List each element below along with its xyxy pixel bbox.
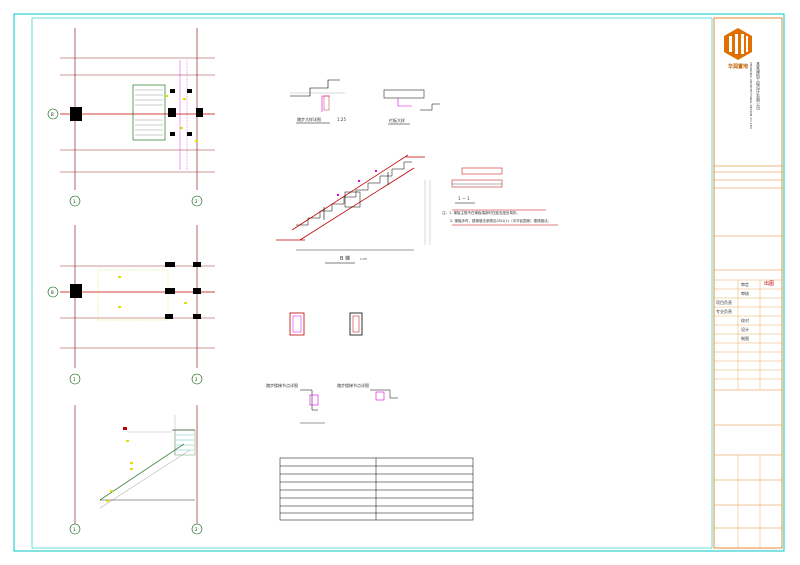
step-detail (290, 79, 345, 124)
company-name-cn: 某某建筑工程设计有限公司 (756, 62, 761, 110)
field-label-checked: 校对 (741, 318, 749, 323)
sheet-border (13, 13, 785, 552)
stamp-text: 出图 (764, 281, 775, 287)
logo-caption: 华润置地 (728, 64, 749, 70)
field-label-reviewed: 审核 (741, 291, 749, 296)
note-line-2: 2. 梯踏步时，楼梯做法参照见05J1(1)（中华民国家）楼梯做法。 (450, 219, 552, 223)
grid-label-2-lower: 2 (195, 527, 198, 532)
b-stair-section (276, 154, 431, 264)
grid-label-b-middle: B (51, 290, 54, 295)
detail-title-landing-1: 踏步楼梯节点详图 (266, 383, 298, 388)
detail-title-railing: 栏板大样 (389, 118, 405, 123)
grid-label-1-middle: 1 (73, 377, 76, 382)
field-label-discipline-lead: 专业负责 (716, 309, 732, 314)
notes-block (452, 209, 558, 226)
schedule-table (279, 457, 474, 521)
column-sections (289, 312, 363, 336)
section-label: B 梯 (340, 256, 351, 262)
company-name-en: SHANGHAI ARCHITECTURAL DESIGN CO.,LTD (749, 62, 753, 129)
grid-label-2-middle: 2 (195, 377, 198, 382)
grid-label-b-upper: B (51, 112, 54, 117)
landing-details (300, 389, 398, 424)
grid-label-2-upper: 2 (195, 199, 198, 204)
company-logo-icon (724, 28, 752, 60)
section-scale: 1:25 (360, 257, 367, 261)
grid-bubbles (47, 108, 203, 535)
cut-label: 1 — 1 (458, 196, 470, 201)
detail-title-step: 踏步大样详图 (297, 117, 321, 122)
field-label-drawn: 制图 (741, 336, 749, 341)
grid-label-1-lower: 1 (73, 527, 76, 532)
field-label-project-lead: 项目负责 (716, 300, 732, 305)
stair-section (74, 405, 198, 530)
cut-detail (451, 167, 503, 204)
stair-plan-upper (60, 28, 215, 190)
field-label-designed: 设计 (741, 327, 749, 332)
field-label-approved: 审定 (741, 282, 749, 287)
inner-border (31, 17, 713, 549)
scale-note: 1:25 (337, 117, 346, 122)
railing-detail (383, 89, 440, 125)
note-line-1: 注：1. 梯板主筋不在梯板端部时在距支座处弯折。 (442, 211, 520, 215)
stair-plan-middle (60, 225, 215, 368)
grid-label-1-upper: 1 (73, 199, 76, 204)
title-block (713, 17, 783, 549)
detail-title-landing-2: 踏步楼梯节点详图 (337, 383, 369, 388)
